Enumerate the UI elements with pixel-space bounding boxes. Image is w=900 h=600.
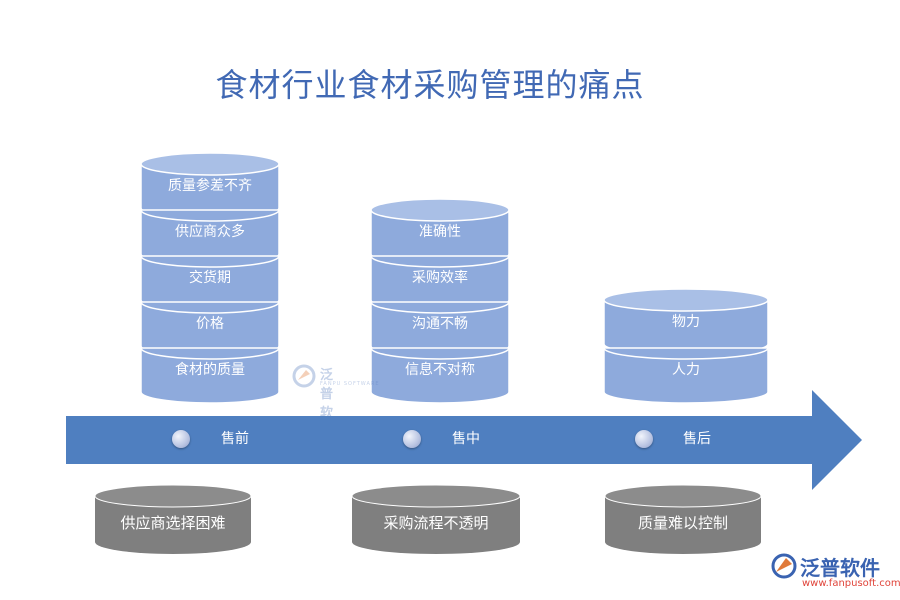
cylinder-shape — [351, 484, 521, 554]
fanpu-logo-icon — [292, 364, 316, 388]
fanpu-logo-icon — [771, 553, 797, 579]
stack-after-sale: 物力 人力 — [603, 288, 769, 404]
disk: 供应商众多 — [140, 198, 280, 266]
stage-label-post: 售后 — [683, 431, 711, 447]
disk-shape — [140, 347, 280, 404]
stack-item-label: 质量参差不齐 — [168, 178, 252, 194]
cylinder-shape — [94, 484, 252, 554]
disk: 信息不对称 — [370, 336, 510, 404]
disk: 食材的质量 — [140, 336, 280, 404]
page-title: 食材行业食材采购管理的痛点 — [215, 66, 645, 104]
pain-point-label: 质量难以控制 — [637, 514, 728, 532]
pain-point-cylinder: 质量难以控制 — [604, 484, 762, 556]
disk: 采购效率 — [370, 244, 510, 312]
stack-item-label: 供应商众多 — [175, 224, 245, 240]
stack-item-label: 采购效率 — [412, 270, 468, 286]
disk: 质量参差不齐 — [140, 152, 280, 220]
disk-shape — [603, 347, 769, 404]
stage-label-mid: 售中 — [452, 431, 480, 447]
pain-point-cylinder: 采购流程不透明 — [351, 484, 521, 556]
disk: 人力 — [603, 336, 769, 404]
stack-item-label: 食材的质量 — [175, 362, 245, 378]
stack-item-label: 信息不对称 — [405, 362, 475, 378]
stack-item-label: 沟通不畅 — [412, 316, 468, 332]
stack-item-label: 价格 — [196, 316, 224, 332]
cylinder-shape — [604, 484, 762, 554]
pain-point-label: 供应商选择困难 — [120, 514, 226, 532]
stage-dot — [635, 430, 653, 448]
brand-logo: 泛普软件 www.fanpusoft.com — [770, 552, 900, 589]
disk-shape — [140, 152, 280, 220]
pain-point-cylinder: 供应商选择困难 — [94, 484, 252, 556]
stack-item-label: 物力 — [672, 314, 700, 330]
disk: 沟通不畅 — [370, 290, 510, 358]
pain-point-label: 采购流程不透明 — [383, 514, 489, 532]
brand-name: 泛普软件 — [800, 556, 880, 580]
stage-dot — [403, 430, 421, 448]
stack-pre-sale: 质量参差不齐 供应商众多 交货期 价格 食材的质量 — [140, 152, 280, 404]
stack-item-label: 交货期 — [189, 270, 231, 286]
timeline-arrow — [66, 390, 862, 490]
disk-shape — [370, 347, 510, 404]
stack-item-label: 人力 — [672, 362, 700, 378]
stage-label-pre: 售前 — [221, 431, 249, 447]
brand-url: www.fanpusoft.com — [802, 578, 900, 589]
stack-item-label: 准确性 — [419, 224, 461, 240]
watermark-sub: FANPU SOFTWARE — [320, 381, 380, 387]
stage-dot — [172, 430, 190, 448]
stack-in-sale: 准确性 采购效率 沟通不畅 信息不对称 — [370, 198, 510, 404]
